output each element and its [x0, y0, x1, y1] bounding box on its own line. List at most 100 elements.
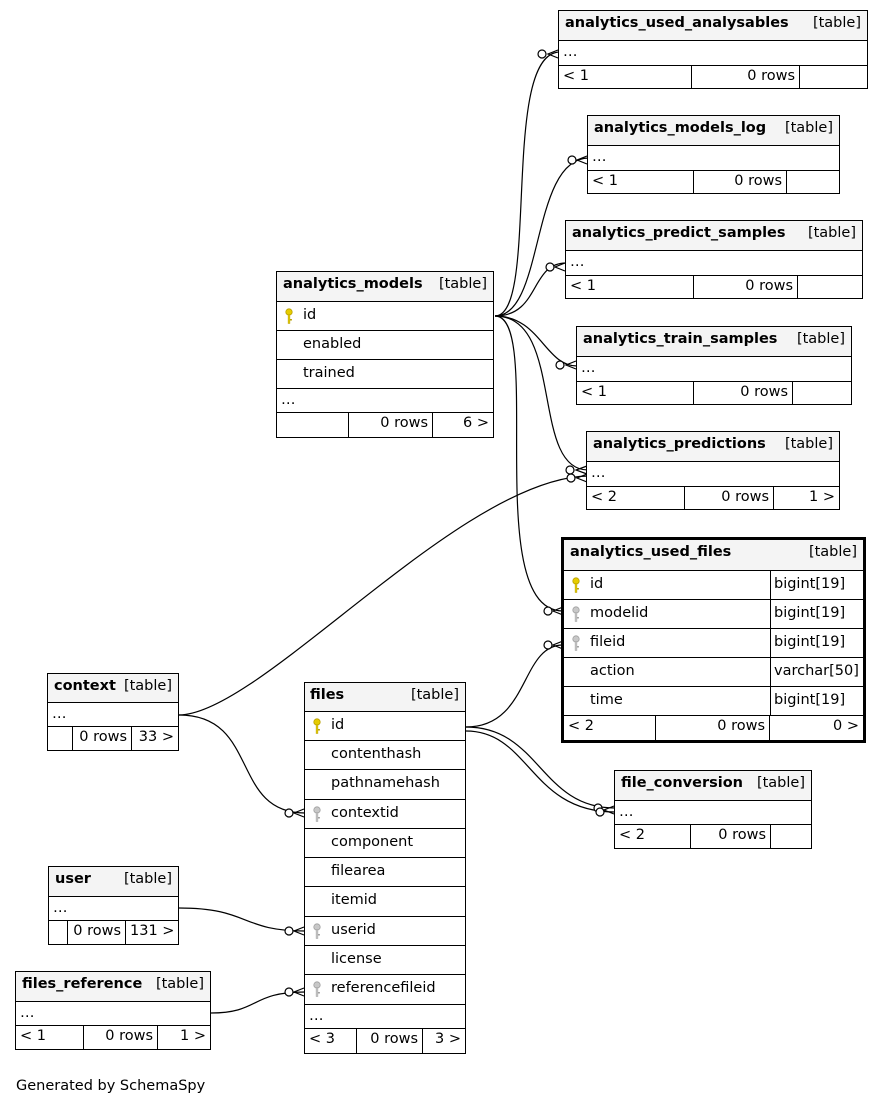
table-name: file_conversion: [621, 775, 744, 791]
column-name: modelid: [590, 605, 649, 621]
optional-circle: [555, 360, 565, 370]
primary-key-icon: [313, 718, 321, 734]
optional-circle: [543, 640, 553, 650]
footer-children: 131 >: [130, 923, 175, 939]
table-header: analytics_used_analysables [table]: [559, 11, 867, 41]
foreign-key-icon: [572, 606, 580, 622]
crowfoot-marker: [553, 262, 566, 272]
rel-context-files: [178, 714, 306, 814]
crowfoot-marker: [575, 473, 588, 483]
footer-children: [793, 382, 851, 405]
rel-analytics_models-used_files: [494, 315, 564, 612]
footer-parents: < 3: [305, 1029, 357, 1053]
table-footer: < 1 0 rows 1 >: [16, 1026, 210, 1049]
table-type: [table]: [756, 775, 805, 791]
column-row[interactable]: time bigint[19]: [564, 687, 863, 716]
rel-files-file_conversion-b: [465, 730, 616, 813]
column-name: contextid: [331, 805, 399, 821]
column-row[interactable]: filearea: [305, 858, 465, 887]
table-context[interactable]: context [table] … 0 rows 33 >: [47, 673, 179, 751]
optional-circle: [537, 49, 547, 59]
column-type: bigint[19]: [770, 687, 863, 715]
column-name: trained: [303, 365, 355, 381]
ellipsis: …: [581, 360, 596, 376]
column-row[interactable]: contenthash: [305, 741, 465, 770]
column-row[interactable]: modelid bigint[19]: [564, 600, 863, 629]
table-analytics-models-log[interactable]: analytics_models_log [table] … < 1 0 row…: [587, 115, 840, 194]
column-name: referencefileid: [331, 980, 436, 996]
table-footer: 0 rows 6 >: [277, 413, 493, 437]
table-name: analytics_predict_samples: [572, 225, 786, 241]
column-row[interactable]: component: [305, 829, 465, 858]
rel-analytics_models-models_log: [494, 157, 590, 317]
table-name: analytics_used_files: [570, 544, 732, 560]
table-type: [table]: [796, 331, 845, 347]
column-row[interactable]: contextid: [305, 800, 465, 829]
column-row[interactable]: itemid: [305, 887, 465, 917]
column-type: bigint[19]: [770, 629, 863, 657]
optional-circle: [595, 807, 605, 817]
ellipsis-row: …: [588, 146, 839, 171]
column-row[interactable]: trained: [277, 360, 493, 389]
table-header: files [table]: [305, 683, 465, 712]
optional-circle: [284, 926, 294, 936]
ellipsis-row: …: [615, 801, 811, 825]
column-name: action: [590, 663, 635, 679]
table-files[interactable]: files [table] id contenthash pathnamehas…: [304, 682, 466, 1054]
table-type: [table]: [155, 976, 204, 992]
table-type: [table]: [438, 276, 487, 292]
footer-rows: 0 rows: [656, 716, 770, 740]
table-file-conversion[interactable]: file_conversion [table] … < 2 0 rows: [614, 770, 812, 849]
column-row[interactable]: enabled: [277, 331, 493, 360]
footer-rows: 0 rows: [73, 727, 132, 750]
table-analytics-predictions[interactable]: analytics_predictions [table] … < 2 0 ro…: [586, 431, 840, 510]
column-row[interactable]: pathnamehash: [305, 770, 465, 800]
table-user[interactable]: user [table] … 0 rows 131 >: [48, 866, 179, 945]
rel-context-predictions: [178, 475, 589, 716]
table-analytics-used-files[interactable]: analytics_used_files [table] id bigint[1…: [561, 537, 866, 743]
table-name: files: [310, 687, 345, 703]
column-row[interactable]: license: [305, 946, 465, 975]
column-row[interactable]: id bigint[19]: [564, 571, 863, 600]
column-name: pathnamehash: [331, 775, 440, 791]
column-row[interactable]: id: [305, 712, 465, 741]
footer-rows: 0 rows: [84, 1026, 158, 1049]
optional-circle: [545, 262, 555, 272]
column-row[interactable]: fileid bigint[19]: [564, 629, 863, 658]
footer-rows: 0 rows: [694, 382, 793, 405]
table-footer: < 1 0 rows: [577, 382, 851, 405]
footer-parents: < 2: [564, 716, 656, 740]
column-name: fileid: [590, 634, 626, 650]
footer-parents: < 1: [566, 276, 694, 299]
optional-circle: [543, 606, 553, 616]
table-header: analytics_models [table]: [277, 272, 493, 302]
table-analytics-train-samples[interactable]: analytics_train_samples [table] … < 1 0 …: [576, 326, 852, 405]
table-header: file_conversion [table]: [615, 771, 811, 801]
table-footer: < 1 0 rows: [559, 66, 867, 89]
column-row[interactable]: action varchar[50]: [564, 658, 863, 687]
column-row[interactable]: userid: [305, 917, 465, 946]
column-row[interactable]: referencefileid: [305, 975, 465, 1005]
table-type: [table]: [784, 436, 833, 452]
table-analytics-predict-samples[interactable]: analytics_predict_samples [table] … < 1 …: [565, 220, 863, 299]
table-name: analytics_models_log: [594, 120, 767, 136]
table-analytics-models[interactable]: analytics_models [table] id enabled trai…: [276, 271, 494, 438]
table-header: analytics_predict_samples [table]: [566, 221, 862, 251]
table-analytics-used-analysables[interactable]: analytics_used_analysables [table] … < 1…: [558, 10, 868, 89]
footer-parents: < 1: [577, 382, 694, 405]
table-files-reference[interactable]: files_reference [table] … < 1 0 rows 1 >: [15, 971, 211, 1050]
column-type: bigint[19]: [770, 600, 863, 628]
footer-rows: 0 rows: [349, 413, 433, 437]
ellipsis: …: [591, 465, 606, 481]
column-row[interactable]: id: [277, 302, 493, 331]
footer-children: 1 >: [180, 1028, 206, 1044]
crowfoot-marker: [574, 465, 588, 475]
footer-children: 0 >: [833, 718, 859, 734]
table-type: [table]: [123, 678, 172, 694]
footer-rows: 0 rows: [692, 66, 800, 89]
table-name: user: [55, 871, 91, 887]
ellipsis: …: [592, 149, 607, 165]
table-type: [table]: [808, 544, 857, 560]
footer-children: 1 >: [809, 489, 835, 505]
optional-circle: [567, 155, 577, 165]
